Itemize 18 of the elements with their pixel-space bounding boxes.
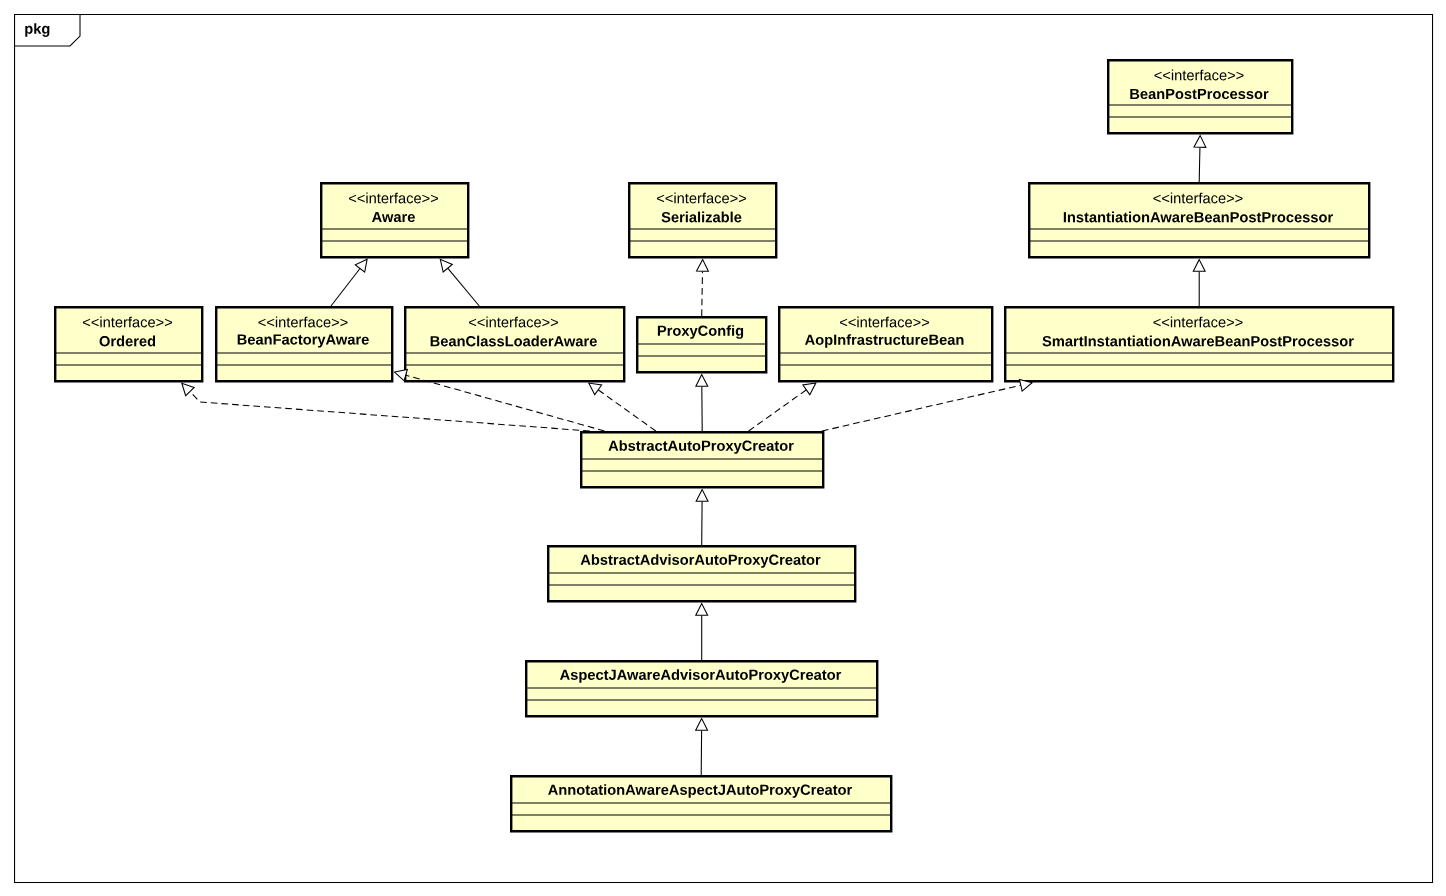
class-box: AnnotationAwareAspectJAutoProxyCreator — [509, 775, 893, 833]
class-box: <<interface>> Ordered — [53, 306, 204, 383]
realization-arrow — [181, 382, 591, 432]
class-box: <<interface>> Aware — [319, 182, 470, 259]
class-box: <<interface>> InstantiationAwareBeanPostProcessor — [1027, 182, 1371, 259]
class-box: <<interface>> SmartInstantiationAwareBeanPostProcessor — [1003, 306, 1395, 383]
inheritance-arrow — [330, 258, 368, 307]
class-box: <<interface>> BeanClassLoaderAware — [403, 306, 626, 383]
class-box: <<interface>> AopInfrastructureBean — [777, 306, 994, 383]
class-box: <<interface>> Serializable — [627, 182, 778, 259]
class-box: ProxyConfig — [635, 316, 768, 374]
class-box: <<interface>> BeanFactoryAware — [214, 306, 394, 383]
inheritance-arrow — [439, 258, 480, 307]
realization-arrow — [748, 382, 817, 432]
class-box: AbstractAutoProxyCreator — [579, 431, 825, 489]
class-box: <<interface>> BeanPostProcessor — [1106, 59, 1294, 135]
class-box: AspectJAwareAdvisorAutoProxyCreator — [524, 660, 879, 718]
class-box: AbstractAdvisorAutoProxyCreator — [546, 545, 857, 603]
